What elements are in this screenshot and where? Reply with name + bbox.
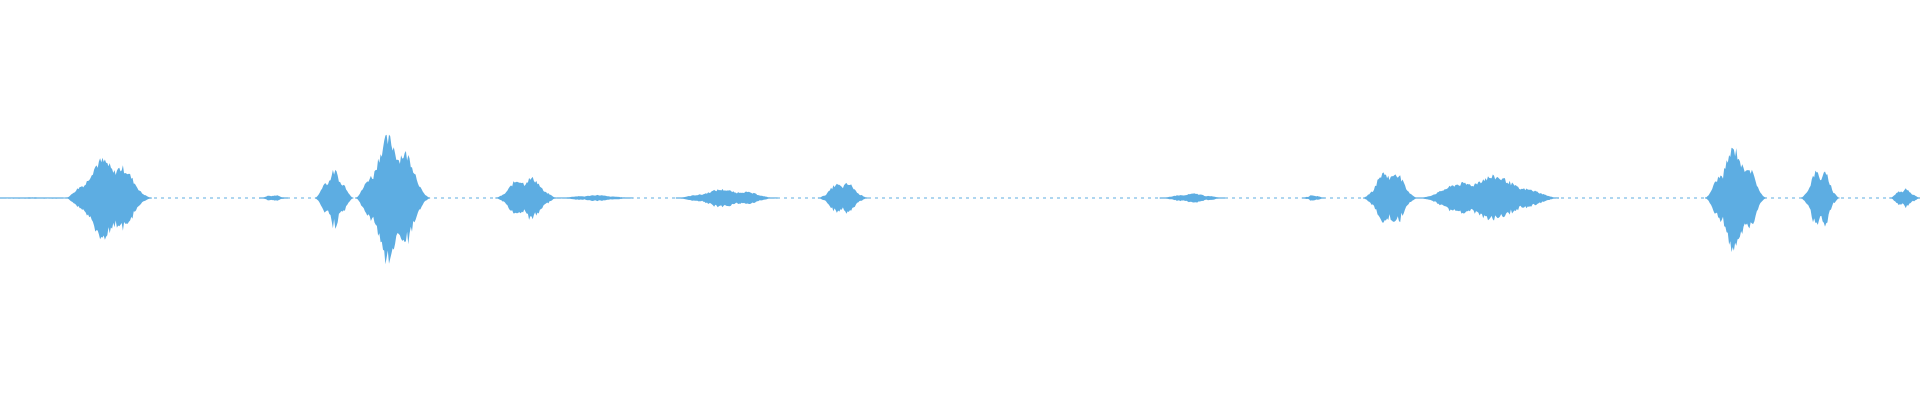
waveform-segment: [1363, 172, 1417, 223]
waveform-signal: [0, 134, 1920, 265]
waveform-segment: [1801, 170, 1840, 227]
waveform-segment: [65, 157, 152, 240]
waveform-segment: [556, 194, 634, 202]
waveform-segment: [314, 169, 354, 229]
waveform-segment: [1159, 193, 1225, 203]
waveform-segment: [675, 189, 778, 208]
waveform-segment: [817, 182, 868, 214]
waveform-segment: [355, 134, 431, 265]
waveform-segment: [1889, 188, 1920, 209]
waveform-segment: [1705, 147, 1767, 253]
waveform-segment: [0, 197, 64, 199]
waveform-segment: [1301, 195, 1325, 201]
waveform-segment: [1417, 174, 1559, 221]
waveform-segment: [495, 176, 557, 220]
waveform-segment: [259, 195, 288, 201]
